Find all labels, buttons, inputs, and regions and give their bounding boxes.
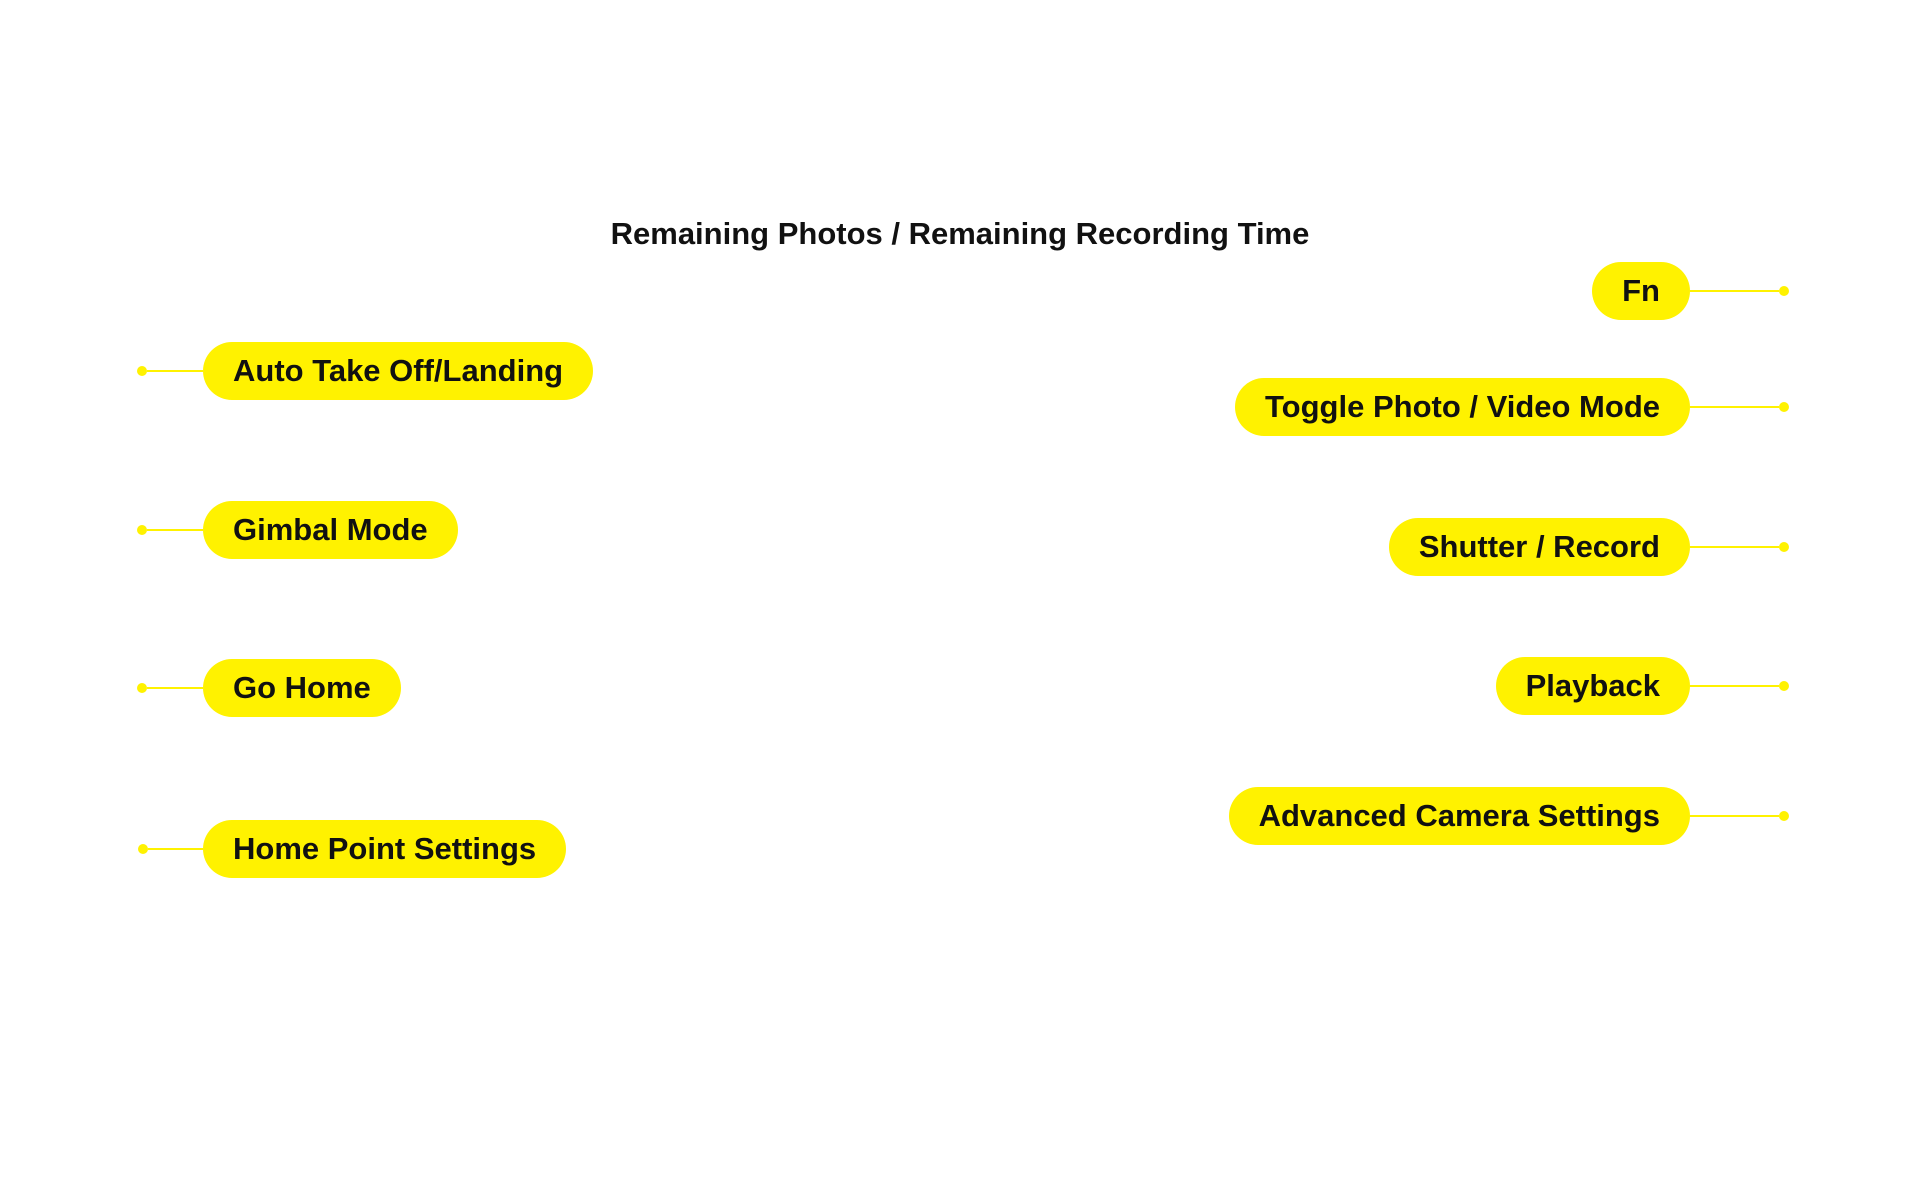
callout-playback: Playback [1495, 657, 1789, 715]
connector-dot [1779, 402, 1789, 412]
leader-line [1690, 406, 1779, 408]
connector-dot [1779, 811, 1789, 821]
label-pill-shutter-record: Shutter / Record [1388, 518, 1690, 576]
callout-shutter-record: Shutter / Record [1388, 518, 1789, 576]
leader-line [148, 848, 203, 850]
connector-dot [137, 683, 147, 693]
connector-dot [137, 525, 147, 535]
callout-gimbal-mode: Gimbal Mode [137, 501, 458, 559]
connector-dot [1779, 286, 1789, 296]
leader-line [1690, 546, 1779, 548]
label-pill-advanced-camera-settings: Advanced Camera Settings [1228, 787, 1690, 845]
label-pill-playback: Playback [1495, 657, 1690, 715]
callout-fn: Fn [1592, 262, 1789, 320]
callout-auto-takeoff-landing: Auto Take Off/Landing [137, 342, 594, 400]
connector-dot [1779, 681, 1789, 691]
label-pill-gimbal-mode: Gimbal Mode [203, 501, 458, 559]
connector-dot [138, 844, 148, 854]
leader-line [147, 687, 203, 689]
connector-dot [1779, 542, 1789, 552]
leader-line [1690, 685, 1779, 687]
leader-line [147, 370, 203, 372]
remaining-photos-recording-label: Remaining Photos / Remaining Recording T… [610, 216, 1310, 251]
leader-line [1690, 290, 1779, 292]
label-pill-auto-takeoff-landing: Auto Take Off/Landing [203, 342, 594, 400]
connector-dot [137, 366, 147, 376]
callout-go-home: Go Home [137, 659, 401, 717]
label-pill-go-home: Go Home [203, 659, 401, 717]
leader-line [147, 529, 203, 531]
callout-advanced-camera-settings: Advanced Camera Settings [1228, 787, 1789, 845]
label-pill-fn: Fn [1592, 262, 1690, 320]
leader-line [1690, 815, 1779, 817]
callout-toggle-photo-video-mode: Toggle Photo / Video Mode [1235, 378, 1789, 436]
label-pill-toggle-photo-video-mode: Toggle Photo / Video Mode [1235, 378, 1690, 436]
label-pill-home-point-settings: Home Point Settings [203, 820, 567, 878]
callout-home-point-settings: Home Point Settings [138, 820, 567, 878]
